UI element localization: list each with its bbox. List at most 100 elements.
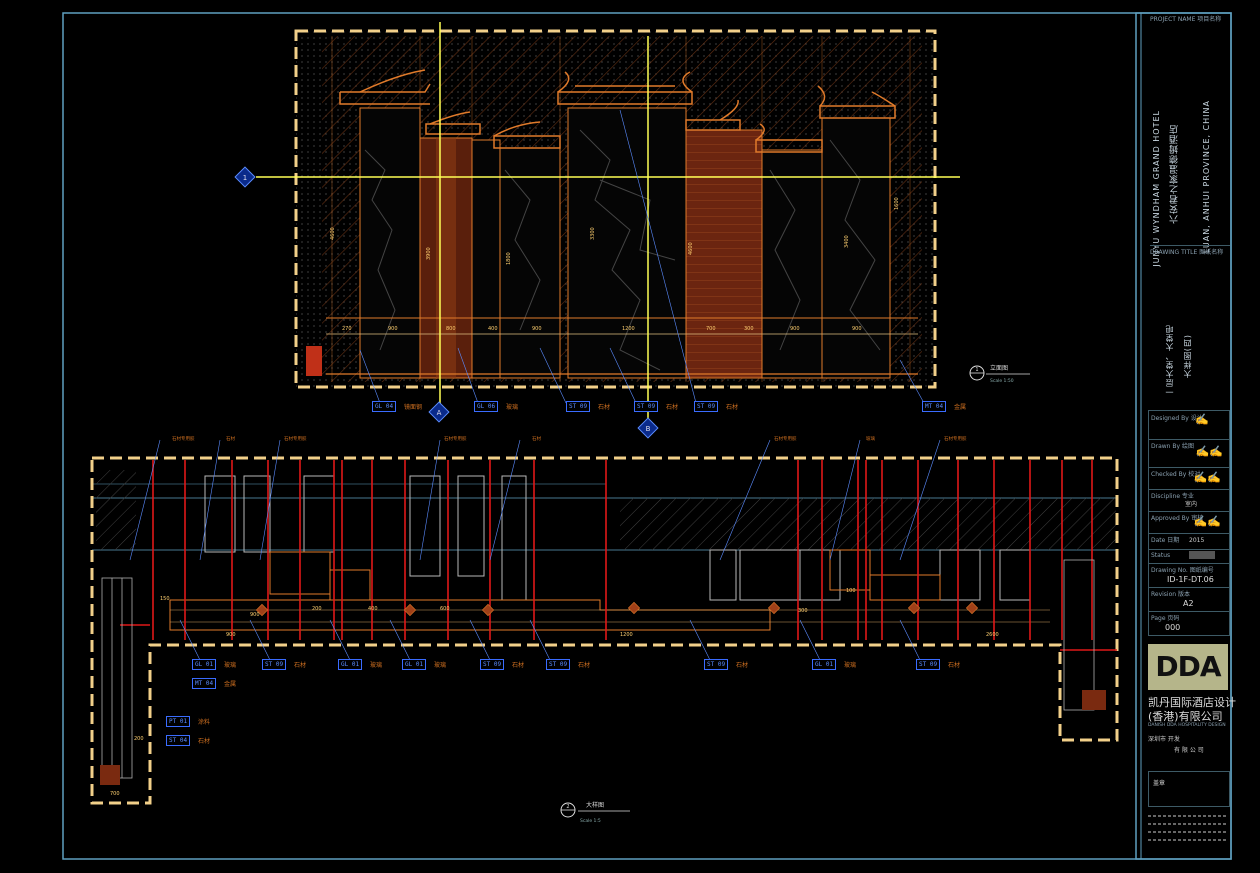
dimension-label: 900 <box>852 326 862 332</box>
plan-tag-code: ST 04 <box>166 735 191 746</box>
company-name-cn: 凯丹国际酒店设计 <box>1148 696 1236 709</box>
plan-tag-material: 金属 <box>224 681 237 688</box>
view-1-title: 立面图 <box>990 364 1008 372</box>
dimension-label: 3400 <box>844 235 850 248</box>
view-2-number: 2 <box>566 804 569 810</box>
elevation-tag-material: 玻璃 <box>506 404 519 411</box>
svg-text:石材专用胶: 石材专用胶 <box>944 435 967 442</box>
plan-tag-material: 石材 <box>512 662 525 669</box>
dimension-label: 1200 <box>622 326 635 332</box>
dimension-label: 200 <box>312 606 322 612</box>
svg-text:石材专用胶: 石材专用胶 <box>774 435 797 442</box>
dimension-label: 270 <box>342 326 352 332</box>
plan-tag-code: MT 04 <box>192 678 217 689</box>
elevation-tag-code: ST 09 <box>566 401 591 412</box>
plan-tag-material: 玻璃 <box>370 662 383 669</box>
plan-tag-code: GL 01 <box>338 659 363 670</box>
dimension-label: 300 <box>744 326 754 332</box>
plan-tag-material: 玻璃 <box>844 662 857 669</box>
svg-text:石材专用胶: 石材专用胶 <box>284 435 307 442</box>
elevation-tag-code: ST 09 <box>694 401 719 412</box>
plan-outline <box>90 456 1119 805</box>
title-block-frame <box>1135 12 1232 860</box>
checked-by-label: Checked By 校对 <box>1151 471 1201 478</box>
discipline-value: 室内 <box>1185 501 1198 508</box>
svg-text:石材: 石材 <box>532 435 541 442</box>
project-name-cn: 六安君之家温德姆酒店 <box>1170 124 1180 224</box>
svg-text:石材: 石材 <box>226 435 235 442</box>
plan-tag-code: GL 01 <box>402 659 427 670</box>
revision-label: Revision 版本 <box>1151 591 1190 598</box>
elevation-tag-material: 金属 <box>954 404 967 411</box>
dimension-label: 1800 <box>506 252 512 265</box>
plan-tag-material: 石材 <box>294 662 307 669</box>
dimension-label: 2600 <box>986 632 999 638</box>
plan-tag-material: 石材 <box>578 662 591 669</box>
plan-tag-material: 玻璃 <box>224 662 237 669</box>
plan-tag-code: ST 09 <box>262 659 287 670</box>
elevation-tag-code: MT 04 <box>922 401 947 412</box>
paper-size: A2 <box>1183 599 1194 608</box>
dimension-label: 900 <box>250 612 260 618</box>
dimension-label: 3300 <box>590 227 596 240</box>
page-label: Page 页码 <box>1151 615 1180 622</box>
discipline-label: Discipline 专业 <box>1151 493 1194 500</box>
drawing-no-label: Drawing No. 图纸编号 <box>1151 567 1214 574</box>
dimension-label: 700 <box>706 326 716 332</box>
title-block: PROJECT NAME 项目名称 JUNYU WYNDHAM GRAND HO… <box>1148 14 1236 859</box>
view-2-scale: Scale 1:5 <box>580 818 601 824</box>
svg-text:玻璃: 玻璃 <box>866 435 875 442</box>
elevation-tag-material: 石材 <box>598 404 611 411</box>
plan-tag-code: PT 01 <box>166 716 191 727</box>
plan-tag-code: ST 09 <box>704 659 729 670</box>
date-value: 2015 <box>1189 537 1205 544</box>
client-name: 深圳市 开发 <box>1148 736 1180 743</box>
project-location: LUAN, ANHUI PROVINCE, CHINA <box>1202 100 1211 254</box>
plan-tag-material: 石材 <box>736 662 749 669</box>
elevation-tag-material: 石材 <box>666 404 679 411</box>
drawing-title-line2: 大样图(四) <box>1183 334 1192 379</box>
view-2-title: 大样图 <box>586 801 604 809</box>
elevation-tag-code: ST 09 <box>634 401 659 412</box>
project-name-label: PROJECT NAME 项目名称 <box>1150 16 1222 23</box>
dimension-label: 900 <box>388 326 398 332</box>
company-name-en: DANISH DDA HOSPITALITY DESIGN <box>1148 723 1226 728</box>
svg-text:石材专用胶: 石材专用胶 <box>172 435 195 442</box>
drawing-title-line1: 一层大堂、大堂吧 <box>1165 324 1174 396</box>
dimension-label: 900 <box>532 326 542 332</box>
project-name-en: JUNYU WYNDHAM GRAND HOTEL <box>1152 110 1161 267</box>
dimension-label: 4600 <box>330 227 336 240</box>
designed-by-label: Designed By 设计 <box>1151 415 1203 422</box>
dda-logo: DDA <box>1148 644 1228 690</box>
company-name-cn-2: (香港)有限公司 <box>1148 710 1223 723</box>
grid-bubble-a: A <box>437 409 442 417</box>
dimension-label: 700 <box>110 791 120 797</box>
dimension-label: 1600 <box>894 197 900 210</box>
plan-tag-material: 石材 <box>948 662 961 669</box>
plan-tag-code: GL 01 <box>192 659 217 670</box>
grid-bubble-1: 1 <box>243 174 247 182</box>
plan-tag-code: ST 09 <box>546 659 571 670</box>
seal-label: 盖章 <box>1153 780 1166 787</box>
plan-tag-code: GL 01 <box>812 659 837 670</box>
dimension-label: 400 <box>488 326 498 332</box>
elevation-tag-code: GL 06 <box>474 401 499 412</box>
svg-text:石材专用胶: 石材专用胶 <box>444 435 467 442</box>
elevation-tag-material: 镜面钢 <box>404 404 423 411</box>
plan-detail-view: 石材专用胶石材石材专用胶 石材专用胶石材石材专用胶 玻璃石材专用胶 2 大样图 … <box>90 435 1119 824</box>
plan-tag-material: 涂料 <box>198 719 211 726</box>
dimension-label: 100 <box>846 588 856 594</box>
view-1-scale: Scale 1:50 <box>990 378 1014 384</box>
dimension-label: 1200 <box>620 632 633 638</box>
drawn-by-label: Drawn By 绘图 <box>1151 443 1194 450</box>
dimension-label: 900 <box>790 326 800 332</box>
date-label: Date 日期 <box>1151 537 1180 544</box>
page-value: 000 <box>1165 623 1181 632</box>
dimension-label: 600 <box>440 606 450 612</box>
plan-tag-material: 石材 <box>198 738 211 745</box>
grid-bubble-b: B <box>646 425 651 433</box>
drawing-title-label: DRAWING TITLE 图纸名称 <box>1150 245 1230 256</box>
